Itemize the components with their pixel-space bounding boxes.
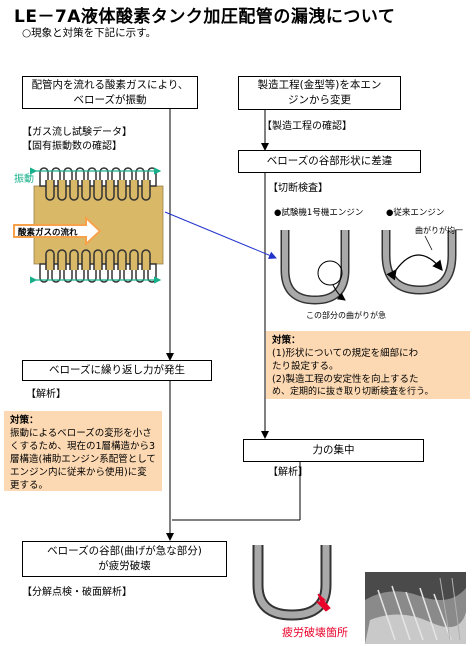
right-box-shape-difference: ベローズの谷部形状に差違 bbox=[238, 150, 421, 173]
left-box-fatigue-failure: ベローズの谷部(曲げが急な部分) が疲労破壊 bbox=[22, 541, 227, 577]
left-note-natural-frequency: 【固有振動数の確認】 bbox=[22, 141, 122, 152]
right-box-force-concentration: 力の集中 bbox=[243, 439, 424, 462]
test-engine-section bbox=[280, 230, 350, 305]
vibration-label: 振動 bbox=[14, 174, 34, 185]
left-countermeasure: 対策： 振動によるベローズの変形を小さ くするため、現在の1層構造から3 層構造… bbox=[4, 411, 162, 491]
fracture-location-label: 疲労破壊箇所 bbox=[282, 626, 348, 639]
vibration-arrows bbox=[30, 167, 162, 284]
previous-engine-section bbox=[381, 230, 457, 295]
right-note-cut-inspection: 【切断検査】 bbox=[268, 183, 328, 194]
fracture-arrow bbox=[315, 593, 331, 612]
left-note-analysis: 【解析】 bbox=[26, 389, 66, 400]
left-note-gas-test: 【ガス流し試験データ】 bbox=[22, 127, 132, 138]
flow-arrow bbox=[13, 215, 102, 247]
label-previous-engine: ●従来エンジン bbox=[386, 208, 445, 218]
label-test-engine: ●試験機1号機エンジン bbox=[274, 208, 364, 218]
label-uniform-bend: 曲がりが均一 bbox=[415, 226, 463, 235]
bellows-illustration bbox=[13, 167, 164, 284]
connector-blue-arrow bbox=[164, 211, 277, 260]
fracture-section bbox=[252, 545, 332, 621]
right-countermeasure: 対策： (1)形状についての規定を細部にわ たり設定する。 (2)製造工程の安定… bbox=[266, 331, 470, 399]
page-title: LE－7A液体酸素タンク加圧配管の漏洩について bbox=[14, 7, 396, 27]
left-box-gas-vibration: 配管内を流れる酸素ガスにより、 ベローズが振動 bbox=[22, 76, 198, 109]
flow-label: 酸素ガスの流れ bbox=[18, 228, 78, 238]
left-note-teardown: 【分解点検・破面解析】 bbox=[22, 587, 132, 598]
right-note-analysis: 【解析】 bbox=[268, 467, 308, 478]
left-box-repeated-force: ベローズに繰り返し力が発生 bbox=[22, 360, 212, 381]
page-subtitle: ○現象と対策を下記に示す。 bbox=[22, 27, 157, 39]
label-sharp-bend: この部分の曲がりが急 bbox=[306, 311, 386, 320]
fracture-photo bbox=[365, 572, 466, 644]
right-box-manufacturing-change: 製造工程(金型等)を本エン ジンから変更 bbox=[238, 76, 401, 110]
right-note-manufacturing: 【製造工程の確認】 bbox=[262, 121, 352, 132]
sharp-bend-circle bbox=[317, 260, 343, 286]
